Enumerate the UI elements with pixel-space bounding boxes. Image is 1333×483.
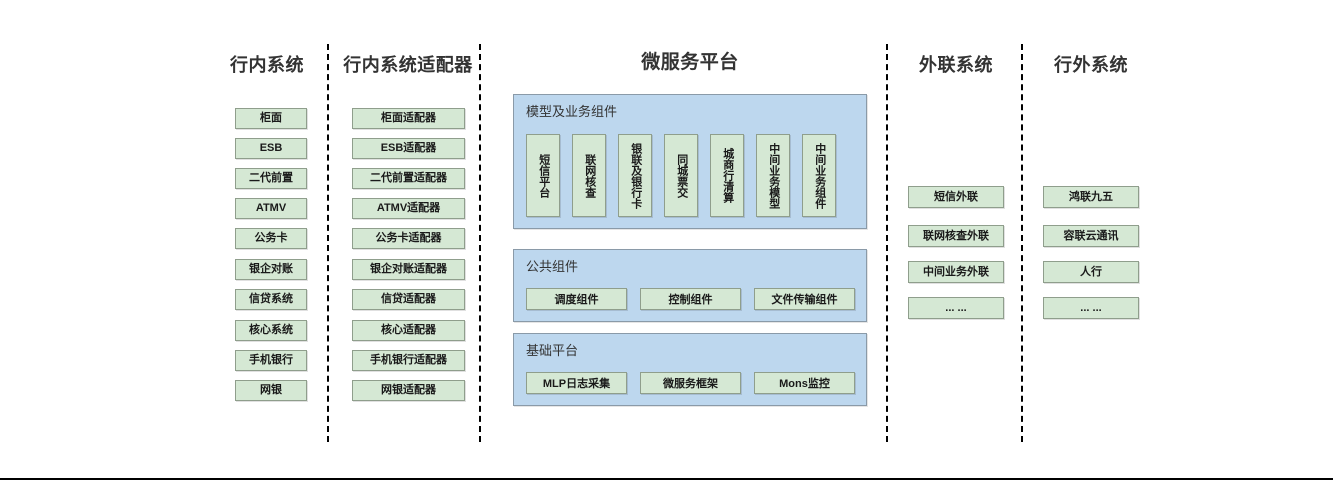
node-model-component-label: 联网核查 — [583, 153, 596, 198]
node-internal-system[interactable]: ESB — [235, 138, 307, 159]
node-model-component[interactable]: 联网核查 — [572, 134, 606, 217]
node-model-component[interactable]: 短信平台 — [526, 134, 560, 217]
node-outside-bank-system[interactable]: ... ... — [1043, 297, 1139, 319]
node-internal-system[interactable]: 手机银行 — [235, 350, 307, 371]
node-common-component[interactable]: 文件传输组件 — [754, 288, 855, 310]
node-model-component[interactable]: 中间业务组件 — [802, 134, 836, 217]
node-internal-system[interactable]: 银企对账 — [235, 259, 307, 280]
node-internal-system[interactable]: 信贷系统 — [235, 289, 307, 310]
node-internal-system[interactable]: ATMV — [235, 198, 307, 219]
node-model-component[interactable]: 同城票交 — [664, 134, 698, 217]
column-title-outside-bank-systems: 行外系统 — [1054, 55, 1128, 75]
node-model-component-label: 银联及银行卡 — [629, 142, 642, 209]
column-title-microservice-platform: 微服务平台 — [641, 52, 739, 73]
node-internal-adapter[interactable]: 手机银行适配器 — [352, 350, 465, 371]
node-model-component-label: 中间业务组件 — [813, 142, 826, 209]
node-model-component-label: 城商行清算 — [721, 148, 734, 203]
node-internal-adapter[interactable]: 公务卡适配器 — [352, 228, 465, 249]
node-external-link-system[interactable]: 联网核查外联 — [908, 225, 1004, 247]
node-internal-system[interactable]: 公务卡 — [235, 228, 307, 249]
panel-label-common-components: 公共组件 — [526, 259, 579, 274]
node-base-platform-component[interactable]: MLP日志采集 — [526, 372, 627, 394]
node-common-component[interactable]: 调度组件 — [526, 288, 627, 310]
node-internal-adapter[interactable]: 核心适配器 — [352, 320, 465, 341]
node-internal-adapter[interactable]: 信贷适配器 — [352, 289, 465, 310]
column-separator-2 — [479, 44, 481, 442]
column-title-external-link-systems: 外联系统 — [919, 55, 993, 75]
column-title-internal-adapters: 行内系统适配器 — [343, 55, 473, 75]
column-separator-1 — [327, 44, 329, 442]
panel-base-platform: 基础平台 — [513, 333, 867, 406]
column-separator-4 — [1021, 44, 1023, 442]
column-title-internal-systems: 行内系统 — [230, 55, 304, 75]
node-internal-adapter[interactable]: 网银适配器 — [352, 380, 465, 401]
node-outside-bank-system[interactable]: 人行 — [1043, 261, 1139, 283]
node-internal-adapter[interactable]: 柜面适配器 — [352, 108, 465, 129]
node-outside-bank-system[interactable]: 容联云通讯 — [1043, 225, 1139, 247]
node-model-component-label: 中间业务模型 — [767, 142, 780, 209]
node-internal-adapter[interactable]: ATMV适配器 — [352, 198, 465, 219]
node-internal-system[interactable]: 二代前置 — [235, 168, 307, 189]
page-bottom-rule — [0, 478, 1333, 480]
node-outside-bank-system[interactable]: 鸿联九五 — [1043, 186, 1139, 208]
node-external-link-system[interactable]: 短信外联 — [908, 186, 1004, 208]
panel-common-components: 公共组件 — [513, 249, 867, 322]
node-model-component-label: 短信平台 — [537, 153, 550, 198]
node-internal-system[interactable]: 柜面 — [235, 108, 307, 129]
node-internal-adapter[interactable]: 银企对账适配器 — [352, 259, 465, 280]
node-model-component[interactable]: 中间业务模型 — [756, 134, 790, 217]
node-internal-system[interactable]: 核心系统 — [235, 320, 307, 341]
node-base-platform-component[interactable]: Mons监控 — [754, 372, 855, 394]
node-common-component[interactable]: 控制组件 — [640, 288, 741, 310]
node-internal-adapter[interactable]: 二代前置适配器 — [352, 168, 465, 189]
node-internal-system[interactable]: 网银 — [235, 380, 307, 401]
node-base-platform-component[interactable]: 微服务框架 — [640, 372, 741, 394]
node-internal-adapter[interactable]: ESB适配器 — [352, 138, 465, 159]
node-external-link-system[interactable]: ... ... — [908, 297, 1004, 319]
column-separator-3 — [886, 44, 888, 442]
panel-label-base-platform: 基础平台 — [526, 343, 579, 358]
panel-label-model-business-components: 模型及业务组件 — [526, 104, 618, 119]
node-model-component-label: 同城票交 — [675, 153, 688, 198]
node-external-link-system[interactable]: 中间业务外联 — [908, 261, 1004, 283]
node-model-component[interactable]: 城商行清算 — [710, 134, 744, 217]
node-model-component[interactable]: 银联及银行卡 — [618, 134, 652, 217]
